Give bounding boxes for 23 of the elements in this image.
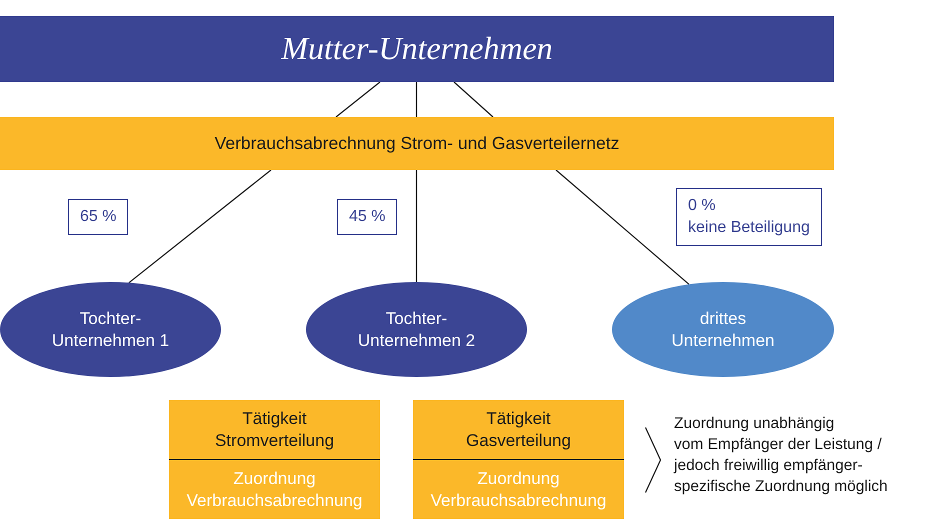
activity-box — [413, 400, 624, 519]
share-label: 0 % keine Beteiligung — [676, 188, 822, 246]
share-label: 65 % — [68, 199, 128, 235]
connector-line — [416, 82, 418, 117]
activity-title: Tätigkeit Gasverteilung — [465, 408, 572, 452]
share-label: 45 % — [337, 199, 398, 235]
connector-line — [416, 170, 418, 282]
company-name: drittes Unternehmen — [670, 308, 776, 352]
connector-line — [336, 82, 380, 118]
assignment-text: Zuordnung Verbrauchsabrechnung — [186, 468, 364, 512]
band-label: Verbrauchsabrechnung Strom- und Gasverteilernetz — [214, 133, 620, 154]
company-name: Mutter-Unternehmen — [281, 31, 553, 67]
company-name: Tochter-Unternehmen 2 — [356, 308, 476, 352]
connector-line — [454, 82, 494, 118]
connector-line — [128, 170, 272, 284]
activity-title: Tätigkeit Stromverteilung — [214, 408, 336, 452]
parent-company-bar — [0, 16, 834, 82]
note-text: Zuordnung unabhängig vom Empfänger der Leistung / jedoch freiwillig empfänger-spezifische Zuordnung möglich — [674, 414, 889, 497]
assignment-text: Zuordnung Verbrauchsabrechnung — [430, 468, 608, 512]
activity-box — [169, 400, 380, 519]
company-name: Tochter-Unternehmen 1 — [50, 308, 170, 352]
billing-band — [0, 117, 834, 170]
connector-line — [556, 170, 690, 285]
